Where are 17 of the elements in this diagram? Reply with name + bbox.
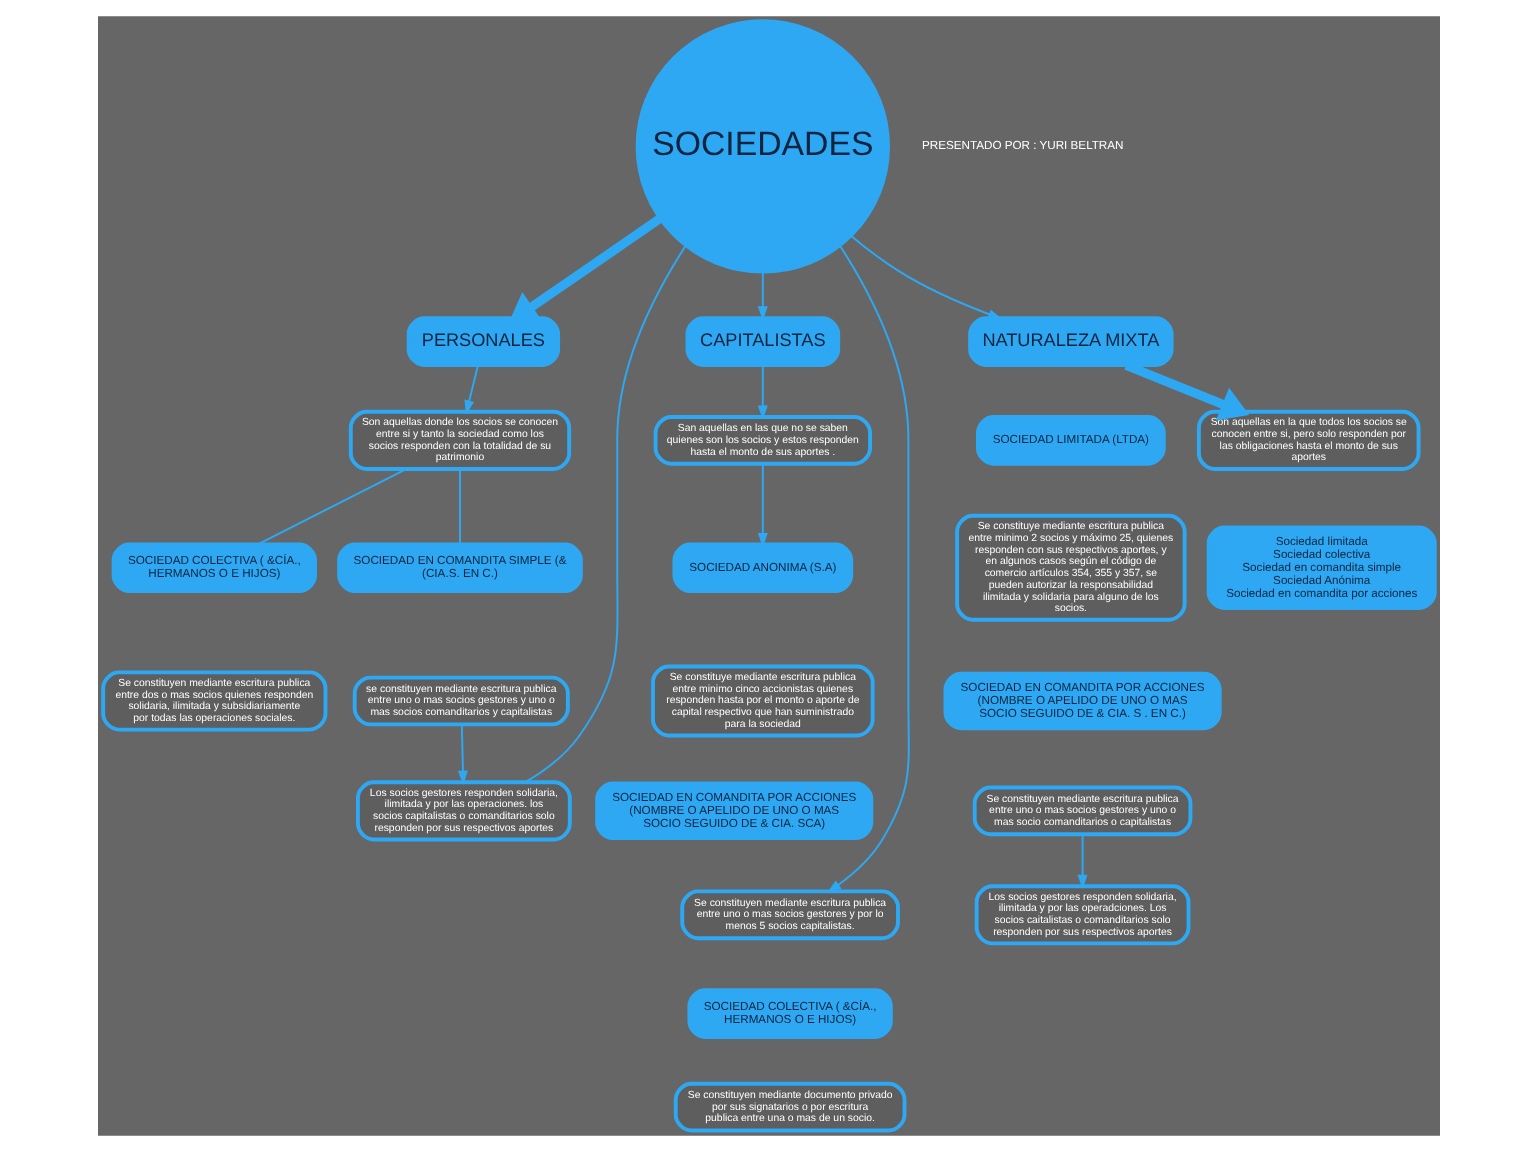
arrow bbox=[1123, 361, 1249, 421]
arrow bbox=[507, 214, 662, 323]
connector bbox=[523, 244, 686, 783]
arrow bbox=[756, 270, 767, 321]
arrow bbox=[825, 244, 909, 893]
node-box: PERSONALES bbox=[405, 316, 560, 367]
arrow bbox=[849, 234, 1002, 320]
connector bbox=[458, 468, 460, 546]
node-box: CAPITALISTAS bbox=[684, 316, 840, 367]
arrow bbox=[756, 364, 767, 420]
arrow bbox=[1076, 833, 1087, 889]
node-box: NATURALEZA MIXTA bbox=[967, 316, 1173, 367]
arrow bbox=[756, 463, 767, 548]
arrow bbox=[463, 364, 478, 415]
node-circle: SOCIEDADES bbox=[634, 19, 889, 274]
arrow bbox=[456, 723, 467, 785]
connector bbox=[255, 468, 407, 546]
